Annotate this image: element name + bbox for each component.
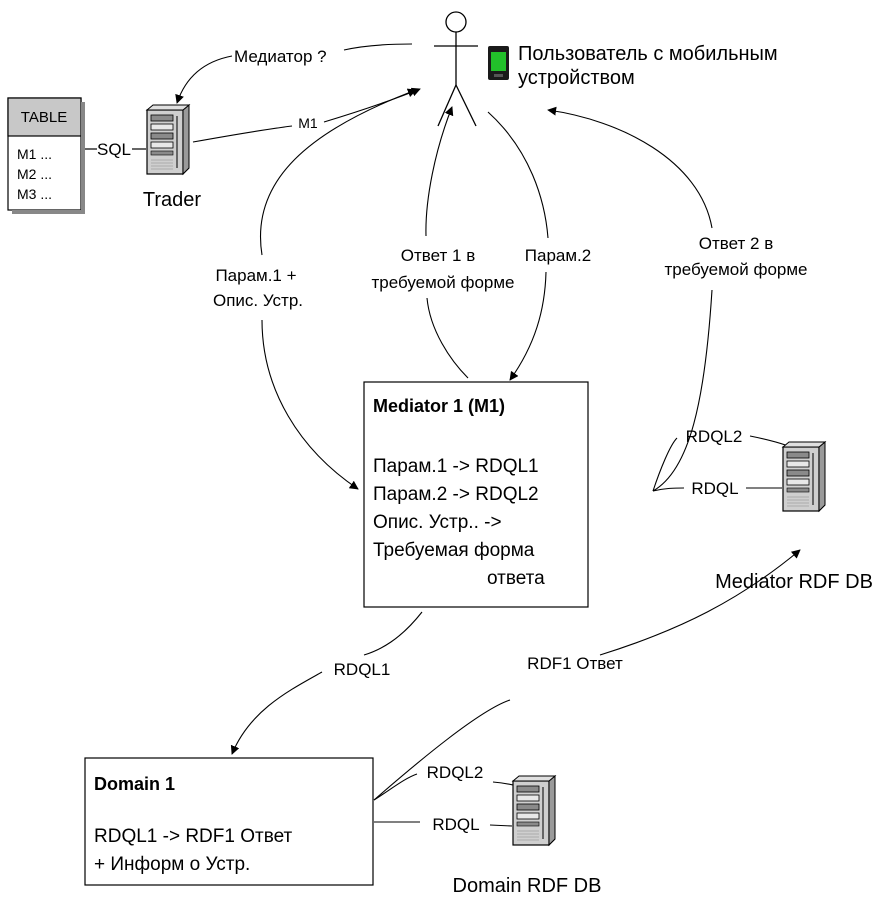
table-header: TABLE xyxy=(21,109,67,126)
domain-rdf-db-server-icon xyxy=(512,775,556,846)
mediator1-title: Mediator 1 (M1) xyxy=(373,396,505,416)
mediator-rdql-label: RDQL xyxy=(691,479,738,498)
rdql1-edge-bottom xyxy=(230,671,323,755)
rdf1-answer-edge-bottom xyxy=(373,699,511,801)
trader-server-icon xyxy=(146,104,190,175)
table-row: M3 ... xyxy=(17,186,52,202)
mediator-rdql2-label: RDQL2 xyxy=(686,427,743,446)
answer2-edge-top xyxy=(547,106,713,229)
rdql1-label: RDQL1 xyxy=(334,660,391,679)
param2-edge-bottom xyxy=(509,271,547,381)
rdql1-edge-top xyxy=(363,611,423,656)
table-row: M1 ... xyxy=(17,146,52,162)
domain1-box xyxy=(84,757,374,886)
user-stick-figure xyxy=(434,11,478,127)
m1-link-line xyxy=(192,125,293,143)
domain-rdql2-label: RDQL2 xyxy=(427,763,484,782)
table-row: M2 ... xyxy=(17,166,52,182)
mediator1-line: Требуемая форма xyxy=(373,540,535,561)
answer2-label-line2: требуемой форме xyxy=(664,260,807,279)
mediator1-line: ответа xyxy=(487,568,545,589)
user-label-line2: устройством xyxy=(518,67,635,89)
answer2-label-line1: Ответ 2 в xyxy=(699,234,773,253)
param1-edge-bottom xyxy=(261,319,359,490)
mobile-device-icon xyxy=(488,46,509,80)
mediator1-line: Опис. Устр.. -> xyxy=(373,512,502,533)
domain1-title: Domain 1 xyxy=(94,774,175,794)
mediator-query-line xyxy=(343,43,413,51)
domain1-line: RDQL1 -> RDF1 Ответ xyxy=(94,826,293,847)
mediator-query-arrow xyxy=(175,55,233,104)
answer1-edge-top xyxy=(425,106,454,237)
domain-rdf-db-label: Domain RDF DB xyxy=(453,875,602,897)
table-box xyxy=(7,97,85,214)
param2-label: Парам.2 xyxy=(525,246,591,265)
param1-label-line2: Опис. Устр. xyxy=(213,291,303,310)
trader-label: Trader xyxy=(143,189,202,211)
answer1-edge-bottom xyxy=(426,297,469,379)
domain-rdql-label: RDQL xyxy=(432,815,479,834)
mediator-rdql2-edge xyxy=(652,437,678,492)
param1-label-line1: Парам.1 + xyxy=(215,266,296,285)
m1-link-label: M1 xyxy=(298,115,318,131)
sql-label: SQL xyxy=(97,140,131,159)
domain-rdql-line xyxy=(489,824,513,827)
answer1-label-line2: требуемой форме xyxy=(371,273,514,292)
mediator-rdf-db-server-icon xyxy=(782,441,826,512)
domain1-line: + Информ о Устр. xyxy=(94,854,250,875)
user-label-line1: Пользователь с мобильным xyxy=(518,43,778,65)
param2-edge-top xyxy=(487,111,549,239)
param1-edge-top xyxy=(260,88,417,256)
mediator-rdql-edge xyxy=(652,487,685,492)
mediator-rdf-db-label: Mediator RDF DB xyxy=(715,571,873,593)
answer1-label-line1: Ответ 1 в xyxy=(401,246,475,265)
mediator1-box xyxy=(363,381,589,608)
mediator-query-label: Медиатор ? xyxy=(234,47,327,66)
mediator1-line: Парам.1 -> RDQL1 xyxy=(373,456,539,477)
rdf1-answer-label: RDF1 Ответ xyxy=(527,654,623,673)
rdf1-answer-edge-top xyxy=(599,549,801,656)
domain-rdql2-edge xyxy=(373,773,418,801)
mediator1-line: Парам.2 -> RDQL2 xyxy=(373,484,539,505)
answer2-edge-bottom xyxy=(652,289,713,492)
